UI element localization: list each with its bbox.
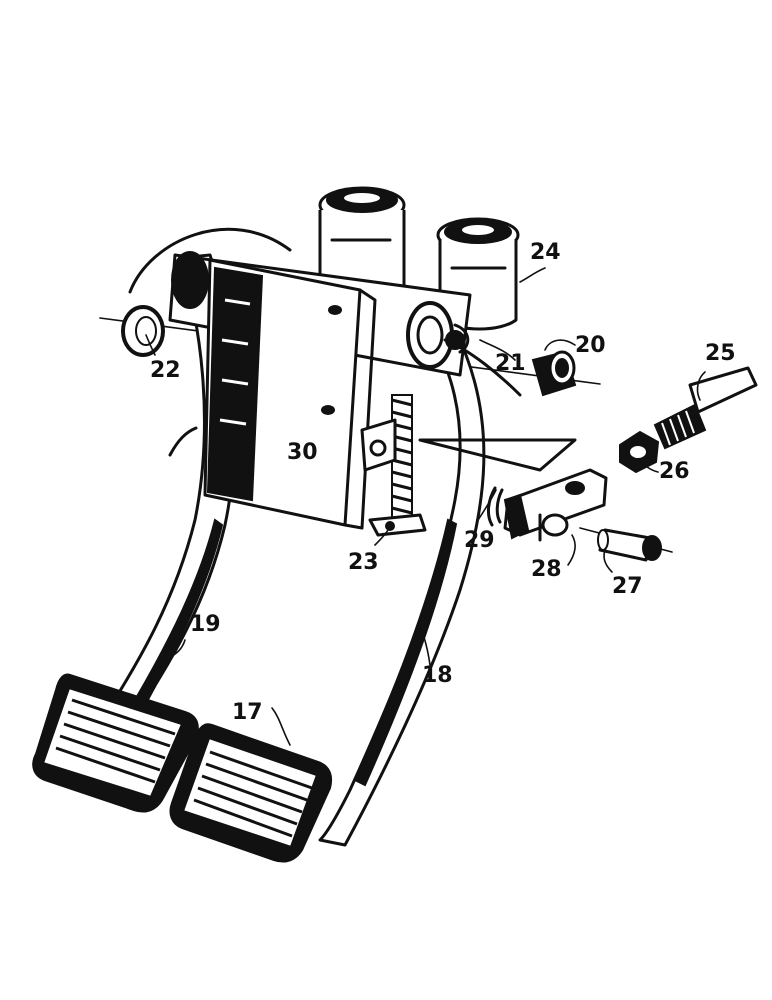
callout-20: 20 [575, 333, 606, 358]
split-pin-21 [443, 323, 522, 397]
return-spring-23 [360, 394, 427, 537]
clevis-pin-27 [597, 528, 662, 562]
callout-23: 23 [348, 550, 379, 575]
pedal-arm-18 [318, 318, 486, 847]
callout-25: 25 [705, 341, 736, 366]
reservoir-left [318, 186, 406, 301]
swing-arc [128, 227, 292, 294]
leader-lines [145, 267, 706, 746]
bush-20 [531, 350, 577, 397]
leader-17 [271, 707, 291, 746]
callout-22: 22 [150, 358, 181, 383]
callout-26: 26 [659, 459, 690, 484]
callout-21: 21 [495, 351, 526, 376]
leader-18 [419, 624, 431, 666]
clip-29 [486, 486, 504, 527]
leader-25 [696, 371, 706, 401]
leader-28 [567, 534, 577, 566]
leader-29 [477, 489, 497, 521]
leader-26 [639, 459, 659, 473]
mounting-bracket-30 [203, 258, 377, 530]
pedal-pad-left [32, 673, 199, 813]
callout-19: 19 [190, 612, 221, 637]
callout-18: 18 [422, 663, 453, 688]
callout-28: 28 [531, 557, 562, 582]
nut-26 [619, 430, 660, 474]
clevis-28 [503, 468, 608, 542]
leader-23 [374, 529, 389, 546]
leader-20 [544, 339, 576, 351]
washer-22 [121, 305, 165, 357]
leader-22 [145, 334, 156, 356]
pedal-pad-right [169, 723, 333, 863]
callout-17: 17 [232, 700, 263, 725]
push-rod-25 [653, 366, 758, 450]
leader-21 [479, 339, 516, 361]
leader-27 [603, 547, 613, 573]
leader-19 [167, 639, 186, 659]
callout-24: 24 [530, 240, 561, 265]
callout-30: 30 [287, 440, 318, 465]
pushrod-guide [418, 438, 577, 472]
callout-29: 29 [464, 528, 495, 553]
leader-24 [519, 267, 546, 283]
callout-27: 27 [612, 574, 643, 599]
